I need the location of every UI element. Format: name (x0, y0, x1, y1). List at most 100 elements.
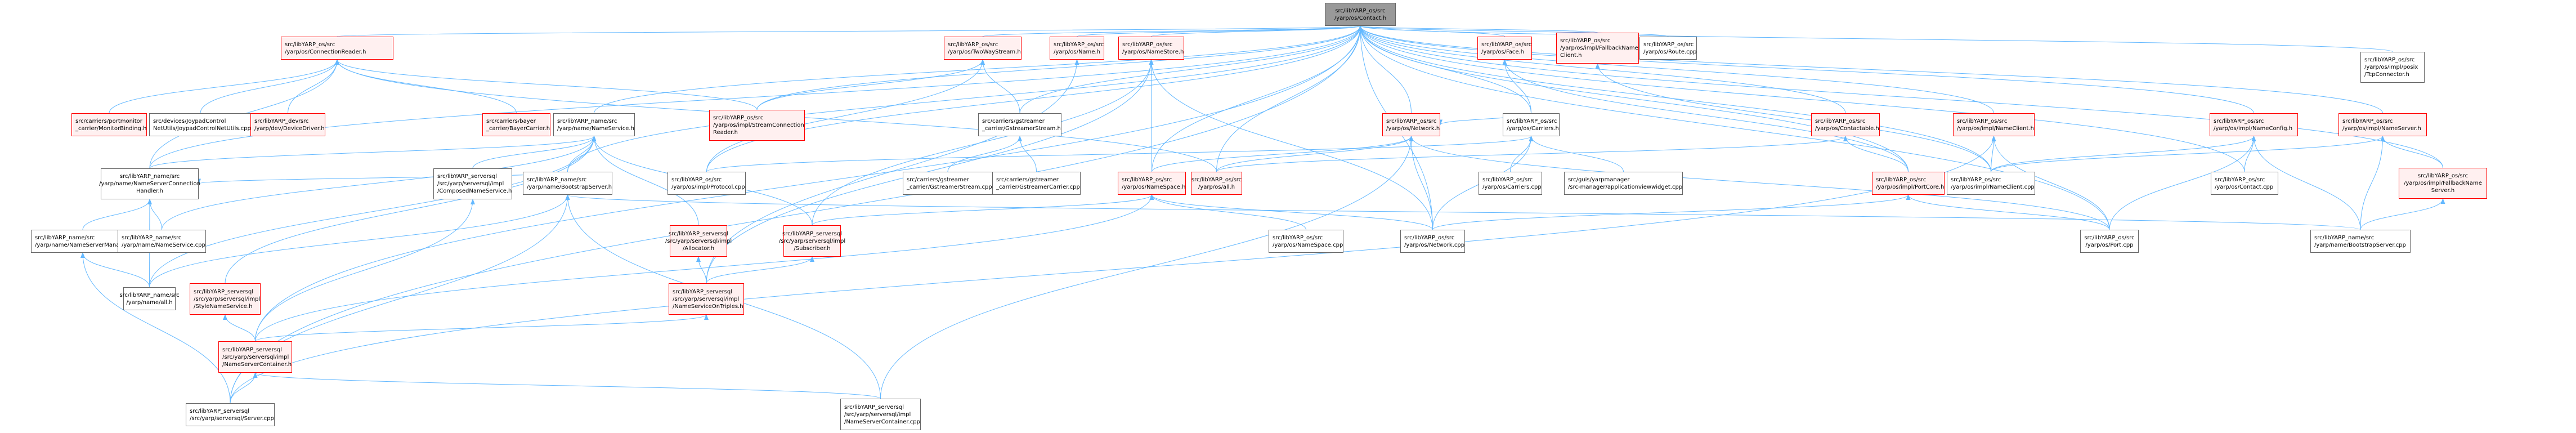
node-label: src/libYARP_serversql /src/yarp/serversq… (222, 346, 292, 368)
graph-node-protocol[interactable]: src/libYARP_os/src /yarp/os/impl/Protoco… (667, 172, 746, 195)
graph-node-network-cpp[interactable]: src/libYARP_os/src /yarp/os/Network.cpp (1400, 230, 1465, 253)
graph-node-stylens[interactable]: src/libYARP_serversql /src/yarp/serversq… (190, 283, 261, 315)
node-label: src/libYARP_os/src /yarp/os/impl/NameCon… (2214, 118, 2293, 132)
graph-node-nameservice-cpp[interactable]: src/libYARP_name/src /yarp/name/NameServ… (118, 230, 206, 253)
graph-node-bayer[interactable]: src/carriers/bayer _carrier/BayerCarrier… (482, 113, 550, 136)
graph-node-route[interactable]: src/libYARP_os/src /yarp/os/Route.cpp (1639, 37, 1697, 60)
edge-nameclient-h-to-contact-h (1358, 25, 1994, 114)
graph-node-fallbackserver[interactable]: src/libYARP_os/src /yarp/os/impl/Fallbac… (2399, 168, 2487, 199)
node-label: src/libYARP_serversql /src/yarp/serversq… (673, 288, 743, 310)
graph-node-subscriber[interactable]: src/libYARP_serversql /src/yarp/serversq… (779, 225, 845, 257)
edge-connreader-to-contact-h (337, 25, 1362, 37)
edge-nameconfig-to-contact-h (1358, 25, 2254, 114)
graph-node-face[interactable]: src/libYARP_os/src /yarp/os/Face.h (1477, 37, 1532, 60)
graph-node-namestore[interactable]: src/libYARP_os/src /yarp/os/NameStore.h (1118, 37, 1184, 60)
node-label: src/carriers/gstreamer _carrier/Gstreame… (982, 118, 1061, 132)
edge-streamconnreader-to-contact-h (756, 25, 1363, 110)
graph-node-streamconnreader[interactable]: src/libYARP_os/src /yarp/os/impl/StreamC… (709, 110, 805, 141)
graph-node-namespace-h[interactable]: src/libYARP_os/src /yarp/os/NameSpace.h (1118, 172, 1186, 195)
graph-node-nameservice-h[interactable]: src/libYARP_name/src /yarp/name/NameServ… (553, 113, 635, 136)
edge-joypad-to-connreader (200, 59, 339, 114)
graph-node-nscontainer-cpp[interactable]: src/libYARP_serversql /src/yarp/serversq… (840, 399, 921, 430)
edge-network-cpp-to-network-h (1409, 136, 1433, 230)
graph-node-nsontriples[interactable]: src/libYARP_serversql /src/yarp/serversq… (669, 283, 744, 315)
graph-node-nameconfig[interactable]: src/libYARP_os/src /yarp/os/impl/NameCon… (2210, 113, 2298, 136)
graph-node-twoway[interactable]: src/libYARP_os/src /yarp/os/TwoWayStream… (944, 37, 1022, 60)
edge-portcore-to-contactable (1843, 136, 1909, 172)
node-label: src/libYARP_os/src /yarp/os/impl/posix /… (2364, 57, 2418, 78)
edge-network-h-to-contact-h (1358, 25, 1412, 114)
graph-node-port-cpp[interactable]: src/libYARP_os/src /yarp/os/Port.cpp (2080, 230, 2139, 253)
graph-node-contact-cpp[interactable]: src/libYARP_os/src /yarp/os/Contact.cpp (2211, 172, 2278, 195)
graph-node-contactable[interactable]: src/libYARP_os/src /yarp/os/Contactable.… (1811, 113, 1880, 136)
node-label: src/libYARP_os/src /yarp/os/Network.h (1386, 118, 1440, 132)
edge-namespace-h-to-network-h (1152, 136, 1414, 172)
graph-node-namespace-cpp[interactable]: src/libYARP_os/src /yarp/os/NameSpace.cp… (1269, 230, 1343, 253)
graph-node-carriers-cpp[interactable]: src/libYARP_os/src /yarp/os/Carriers.cpp (1479, 172, 1542, 195)
graph-node-bootstrap-h[interactable]: src/libYARP_name/src /yarp/name/Bootstra… (523, 172, 612, 195)
node-label: src/libYARP_os/src /yarp/os/impl/Protoco… (671, 176, 745, 190)
node-label: src/libYARP_os/src /yarp/os/NameSpace.h (1122, 176, 1186, 190)
edge-name-h-to-contact-h (1077, 25, 1363, 37)
edge-subscriber-to-namespace-h (812, 194, 1154, 226)
edge-nsontriples-to-allocator (696, 256, 707, 284)
graph-node-gststream-cpp[interactable]: src/carriers/gstreamer _carrier/Gstreame… (903, 172, 993, 195)
node-label: src/libYARP_os/src /yarp/os/Carriers.h (1507, 118, 1559, 132)
node-label: src/libYARP_os/src /yarp/os/Face.h (1481, 41, 1532, 55)
graph-node-composedns[interactable]: src/libYARP_serversql /src/yarp/serversq… (433, 168, 512, 199)
graph-node-connreader[interactable]: src/libYARP_os/src /yarp/os/ConnectionRe… (281, 37, 393, 60)
node-label: src/libYARP_name/src /yarp/name/all.h (119, 292, 180, 306)
graph-node-devicedriver[interactable]: src/libYARP_dev/src /yarp/dev/DeviceDriv… (250, 113, 325, 136)
node-label: src/libYARP_os/src /yarp/os/impl/NameSer… (2342, 118, 2421, 132)
graph-node-server-cpp[interactable]: src/libYARP_serversql /src/yarp/serversq… (186, 403, 275, 426)
node-label: src/libYARP_name/src /yarp/name/NameServ… (557, 118, 634, 132)
edge-composedns-to-nameservice-h (472, 136, 597, 169)
node-label: src/carriers/portmonitor _carrier/Monito… (75, 118, 147, 132)
edge-server-cpp-to-contact-h (230, 25, 1363, 404)
edge-os-all-to-network-h (1216, 136, 1414, 172)
graph-node-gststream-h[interactable]: src/carriers/gstreamer _carrier/Gstreame… (978, 113, 1061, 136)
node-label: src/carriers/bayer _carrier/BayerCarrier… (486, 118, 550, 132)
edge-gstcarrier-to-gststream-h (1018, 136, 1037, 172)
edge-os-all-to-contactable (1216, 136, 1848, 172)
graph-node-nameclient-cpp[interactable]: src/libYARP_os/src /yarp/os/impl/NameCli… (1947, 172, 2035, 195)
node-label: src/libYARP_serversql /src/yarp/serversq… (778, 230, 846, 252)
node-label: src/libYARP_os/src /yarp/os/Contact.cpp (2215, 176, 2274, 190)
graph-node-name-all[interactable]: src/libYARP_name/src /yarp/name/all.h (119, 287, 180, 310)
edge-nsconnhandler-to-contact-h (149, 25, 1363, 169)
graph-node-bootstrap-cpp[interactable]: src/libYARP_name/src /yarp/name/Bootstra… (2310, 230, 2411, 253)
edge-carriers-h-to-face (1502, 59, 1531, 114)
graph-node-tcpconn[interactable]: src/libYARP_os/src /yarp/os/impl/posix /… (2360, 52, 2425, 83)
edge-network-cpp-to-namespace-h (1149, 194, 1433, 230)
graph-node-contact-h[interactable]: src/libYARP_os/src /yarp/os/Contact.h (1325, 3, 1396, 26)
edge-nameclient-cpp-to-fallbackclient (1595, 63, 1991, 172)
graph-node-allocator[interactable]: src/libYARP_serversql /src/yarp/serversq… (665, 225, 732, 257)
edge-nameserver-h-to-contact-h (1358, 25, 2383, 114)
edge-bootstrap-cpp-to-nameconfig (2251, 136, 2361, 230)
graph-node-nameclient-h[interactable]: src/libYARP_os/src /yarp/os/impl/NameCli… (1953, 113, 2035, 136)
edge-stylens-to-nameservice-h (225, 136, 597, 284)
graph-node-carriers-h[interactable]: src/libYARP_os/src /yarp/os/Carriers.h (1503, 113, 1560, 136)
graph-node-fallbackclient[interactable]: src/libYARP_os/src /yarp/os/impl/Fallbac… (1556, 33, 1639, 64)
graph-node-nsmanager[interactable]: src/libYARP_name/src /yarp/name/NameServ… (31, 230, 135, 253)
edge-allocator-to-nameservice-h (592, 136, 699, 226)
graph-node-portcore[interactable]: src/libYARP_os/src /yarp/os/impl/PortCor… (1872, 172, 1945, 195)
graph-node-joypad[interactable]: src/devices/JoypadControl NetUtils/Joypa… (149, 113, 252, 136)
edge-nscontainer-cpp-to-network-h (880, 136, 1414, 399)
node-label: src/libYARP_serversql /src/yarp/serversq… (190, 408, 274, 422)
graph-node-network-h[interactable]: src/libYARP_os/src /yarp/os/Network.h (1382, 113, 1440, 136)
graph-node-os-all[interactable]: src/libYARP_os/src /yarp/os/all.h (1191, 172, 1242, 195)
graph-node-appviewwidget[interactable]: src/guis/yarpmanager /src-manager/applic… (1564, 172, 1683, 195)
graph-node-nscontainer-h[interactable]: src/libYARP_serversql /src/yarp/serversq… (218, 341, 292, 373)
graph-node-name-h[interactable]: src/libYARP_os/src /yarp/os/Name.h (1050, 37, 1104, 60)
edge-name-all-to-bootstrap-h (149, 194, 570, 288)
node-label: src/libYARP_serversql /src/yarp/serversq… (437, 173, 512, 194)
graph-node-monitorbinding[interactable]: src/carriers/portmonitor _carrier/Monito… (71, 113, 147, 136)
graph-node-nsconnhandler[interactable]: src/libYARP_name/src /yarp/name/NameServ… (99, 168, 200, 199)
graph-node-nameserver-h[interactable]: src/libYARP_os/src /yarp/os/impl/NameSer… (2338, 113, 2427, 136)
node-label: src/libYARP_os/src /yarp/os/impl/StreamC… (713, 115, 804, 136)
node-label: src/libYARP_os/src /yarp/os/Route.cpp (1643, 41, 1697, 55)
edge-fallbackserver-to-nameserver-h (2380, 136, 2443, 168)
graph-node-gstcarrier[interactable]: src/carriers/gstreamer _carrier/Gstreame… (992, 172, 1081, 195)
edge-route-to-contact-h (1358, 25, 1669, 37)
